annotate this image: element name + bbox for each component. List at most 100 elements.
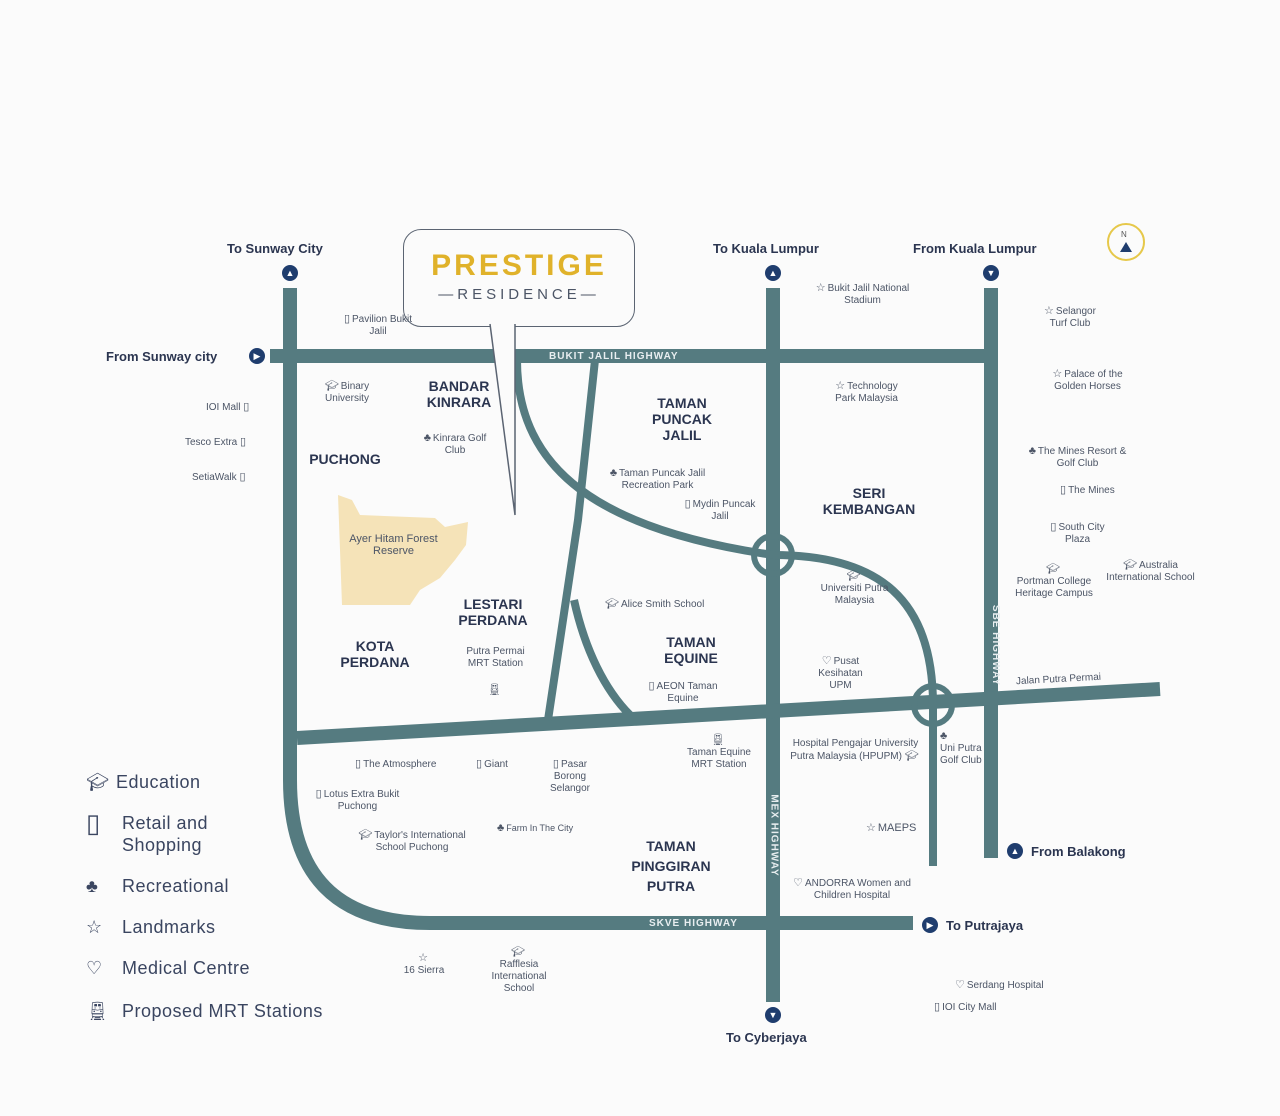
poi-serdang-hospital: ♡Serdang Hospital [955, 979, 1044, 991]
poi-taylors: 🎓︎Taylor's International School Puchong [358, 829, 466, 853]
poi-uni-putra-golf: ♣Uni Putra Golf Club [940, 730, 982, 766]
bukit-jalil-highway-label: BUKIT JALIL HIGHWAY [549, 351, 679, 362]
right-arrow-icon: ▶ [249, 348, 265, 364]
brand-subtitle: —RESIDENCE— [438, 286, 600, 303]
education-icon: 🎓︎ [1123, 559, 1138, 571]
legend-retail: ▯Retail and Shopping [86, 808, 209, 855]
education-icon: 🎓︎ [904, 750, 919, 762]
north-arrow-icon [1120, 242, 1132, 252]
area-puchong: PUCHONG [309, 451, 381, 467]
poi-mydin: ▯Mydin Puncak Jalil [684, 498, 756, 522]
poi-equine-mrt: 🚆︎Taman Equine MRT Station [687, 734, 751, 770]
road-lestari [544, 359, 599, 721]
road-equine-branch [570, 599, 633, 718]
poi-tpj-park: ♣Taman Puncak Jalil Recreation Park [609, 467, 706, 491]
poi-lotus: ▯Lotus Extra Bukit Puchong [315, 788, 400, 812]
roundabout [911, 683, 955, 727]
shopping-bag-icon: ▯ [934, 1001, 941, 1013]
poi-upm: 🎓︎Universiti Putra Malaysia [820, 570, 889, 606]
up-arrow-icon: ▲ [765, 265, 781, 281]
tree-icon: ♣ [940, 730, 948, 742]
poi-mines-resort: ♣The Mines Resort & Golf Club [1028, 445, 1127, 469]
poi-kinrara-golf: ♣Kinrara Golf Club [423, 432, 487, 456]
brand-logo: PRESTIGE [431, 249, 607, 282]
ayer-hitam-forest [338, 495, 468, 605]
skve-highway-label: SKVE HIGHWAY [649, 918, 738, 929]
star-icon: ☆ [418, 952, 428, 964]
education-icon: 🎓︎ [605, 598, 619, 610]
heart-icon: ♡ [821, 655, 832, 667]
road-jalan-putra-permai [296, 682, 1161, 745]
legend-education: 🎓︎Education [86, 772, 201, 792]
star-icon: ☆ [1044, 305, 1054, 317]
poi-hpupm: Hospital Pengajar University Putra Malay… [790, 738, 919, 762]
ayer-hitam-forest-label: Ayer Hitam Forest Reserve [349, 533, 438, 557]
area-kota-perdana: KOTA PERDANA [340, 638, 410, 670]
road-upm-curve [772, 551, 937, 866]
area-lestari-perdana: LESTARI PERDANA [458, 596, 528, 628]
train-icon: 🚆︎ [86, 1001, 110, 1021]
shopping-bag-icon: ▯ [355, 758, 362, 770]
poi-south-city: ▯South City Plaza [1050, 521, 1105, 545]
train-icon: 🚆︎ [711, 734, 725, 746]
poi-binary: 🎓︎Binary University [324, 380, 370, 404]
legend-landmarks: ☆Landmarks [86, 917, 216, 937]
heart-icon: ♡ [86, 958, 103, 978]
star-icon: ☆ [815, 282, 826, 294]
poi-putra-permai-mrt: Putra Permai MRT Station🚆︎ [466, 646, 525, 696]
legend-mrt: 🚆︎Proposed MRT Stations [86, 1001, 323, 1021]
north-compass [1107, 223, 1145, 261]
heart-icon: ♡ [955, 979, 965, 991]
education-icon: 🎓︎ [86, 772, 110, 792]
poi-giant: ▯Giant [476, 758, 508, 770]
area-taman-pinggiran-putra: TAMAN PINGGIRAN PUTRA [631, 838, 711, 894]
poi-atmosphere: ▯The Atmosphere [355, 758, 437, 770]
poi-andorra: ♡ANDORRA Women and Children Hospital [793, 877, 911, 901]
education-icon: 🎓︎ [511, 946, 525, 958]
poi-aeon: ▯AEON Taman Equine [648, 680, 718, 704]
area-bandar-kinrara: BANDAR KINRARA [426, 378, 492, 410]
shopping-bag-icon: ▯ [552, 758, 559, 770]
to-putrajaya: To Putrajaya [946, 918, 1024, 933]
road-kinrara-curve [513, 359, 774, 559]
tree-icon: ♣ [1028, 445, 1036, 457]
to-sunway-city: To Sunway City [227, 241, 323, 256]
from-sunway-city: From Sunway city [106, 349, 218, 364]
tree-icon: ♣ [423, 432, 431, 444]
prestige-residence-callout: PRESTIGE —RESIDENCE— [403, 229, 635, 327]
to-cyberjaya: To Cyberjaya [726, 1030, 807, 1045]
poi-alice-smith: 🎓︎Alice Smith School [605, 598, 705, 610]
legend-recreational: ♣Recreational [86, 876, 230, 896]
poi-setiawalk: SetiaWalk ▯ [192, 471, 246, 483]
area-seri-kembangan: SERI KEMBANGAN [822, 485, 916, 517]
star-icon: ☆ [1052, 368, 1063, 380]
down-arrow-icon: ▼ [765, 1007, 781, 1023]
poi-the-mines: ▯The Mines [1060, 484, 1115, 496]
poi-bukit-jalil-stadium: ☆Bukit Jalil National Stadium [815, 282, 910, 306]
up-arrow-icon: ▲ [1007, 843, 1023, 859]
up-arrow-icon: ▲ [282, 265, 298, 281]
right-arrow-icon: ▶ [922, 917, 938, 933]
poi-rafflesia: 🎓︎Rafflesia International School [491, 946, 547, 994]
tree-icon: ♣ [86, 876, 99, 896]
education-icon: 🎓︎ [1046, 563, 1060, 575]
area-taman-puncak-jalil: TAMAN PUNCAK JALIL [652, 395, 712, 443]
from-kuala-lumpur: From Kuala Lumpur [913, 241, 1037, 256]
tree-icon: ♣ [497, 822, 505, 834]
poi-tesco: Tesco Extra ▯ [185, 436, 247, 448]
shopping-bag-icon: ▯ [240, 436, 247, 448]
train-icon: 🚆︎ [487, 684, 502, 696]
poi-selangor-turf: ☆Selangor Turf Club [1044, 305, 1096, 329]
poi-palace: ☆Palace of the Golden Horses [1052, 368, 1123, 392]
shopping-bag-icon: ▯ [1060, 484, 1067, 496]
education-icon: 🎓︎ [324, 380, 339, 392]
shopping-bag-icon: ▯ [684, 498, 691, 510]
poi-ioi-city-mall: ▯IOI City Mall [934, 1001, 997, 1013]
poi-16-sierra: ☆16 Sierra [403, 952, 445, 976]
education-icon: 🎓︎ [846, 570, 861, 582]
shopping-bag-icon: ▯ [1050, 521, 1057, 533]
poi-australia: 🎓︎Australia International School [1106, 559, 1195, 583]
shopping-bag-icon: ▯ [86, 808, 101, 838]
